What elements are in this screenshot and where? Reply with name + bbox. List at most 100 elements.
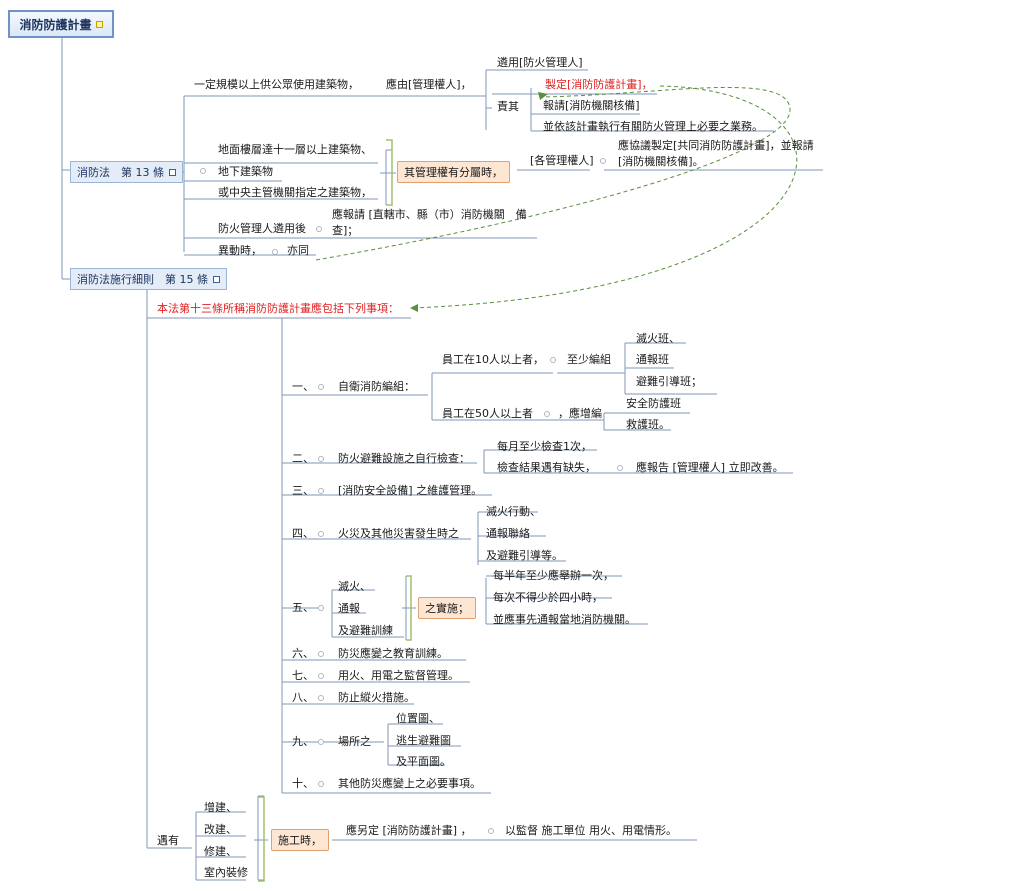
connector-dot: [272, 249, 278, 255]
item1-a2: 通報班: [636, 353, 669, 366]
article13-title: 消防法 第 13 條: [77, 166, 164, 179]
a13-duty2: 報請[消防機關核備]: [543, 99, 640, 112]
connector-dot: [488, 828, 494, 834]
implementation-label: 之實施；: [425, 602, 469, 615]
connector-dot: [318, 781, 324, 787]
connector-dot: [544, 411, 550, 417]
a13-appoint: 遴用[防火管理人]: [497, 56, 583, 69]
enc-d: 室內裝修: [204, 866, 248, 879]
connector-dot: [318, 651, 324, 657]
item8-num: 八、: [292, 691, 314, 704]
connector-dot: [600, 158, 606, 164]
root-node[interactable]: 消防防護計畫: [8, 10, 114, 38]
connector-dot: [316, 226, 322, 232]
item2-a: 每月至少檢查1次，: [497, 440, 592, 453]
item4-num: 四、: [292, 527, 314, 540]
a13-multi2: 地下建築物: [218, 165, 273, 178]
enc-plan: 應另定 [消防防護計畫] ，: [346, 824, 472, 837]
report-1: 應報請 [直轄市、縣（市）消防機關 備: [332, 208, 527, 221]
enc-b: 改建、: [204, 823, 237, 836]
a13-multi1: 地面樓層達十一層以上建築物、: [218, 143, 372, 156]
item1-b2: 救護班。: [626, 418, 670, 431]
item10-label: 其他防災應變上之必要事項。: [338, 777, 481, 790]
rule15-node[interactable]: 消防法施行細則 第 15 條: [70, 268, 227, 290]
separate-ownership-node[interactable]: 其管理權有分屬時，: [397, 161, 510, 183]
article13-node[interactable]: 消防法 第 13 條: [70, 161, 183, 183]
item3-label: [消防安全設備] 之維護管理。: [338, 484, 483, 497]
item3-num: 三、: [292, 484, 314, 497]
connector-dot: [318, 384, 324, 390]
connector-dot: [318, 739, 324, 745]
joint-plan-2: [消防機關核備]。: [618, 155, 704, 168]
item1-b1: 安全防護班: [626, 397, 681, 410]
enc-c: 修建、: [204, 845, 237, 858]
item1-a1: 滅火班、: [636, 332, 680, 345]
a13-duty1: 製定[消防防護計畫]，: [545, 78, 653, 91]
root-title: 消防防護計畫: [19, 17, 92, 32]
item9-num: 九、: [292, 735, 314, 748]
same: 亦同: [287, 244, 309, 257]
connector-dot: [318, 673, 324, 679]
item7-label: 用火、用電之監督管理。: [338, 669, 459, 682]
item7-num: 七、: [292, 669, 314, 682]
report-2: 查]；: [332, 224, 359, 237]
separate-label: 其管理權有分屬時，: [404, 166, 503, 179]
item2-b-note: 應報告 [管理權人] 立即改善。: [636, 461, 784, 474]
item5-d3: 並應事先通報當地消防機關。: [493, 613, 636, 626]
during-construction-node[interactable]: 施工時，: [271, 829, 329, 851]
rule15-title: 消防法施行細則 第 15 條: [77, 273, 208, 286]
collapse-icon[interactable]: [213, 275, 220, 283]
connector-dot: [318, 456, 324, 462]
item9-b: 逃生避難圖: [396, 734, 451, 747]
item1-a: 員工在10人以上者，: [442, 353, 544, 366]
connector-dot: [318, 488, 324, 494]
rule15-intro: 本法第十三條所稱消防防護計畫應包括下列事項：: [157, 302, 399, 315]
item5-d2: 每次不得少於四小時，: [493, 591, 603, 604]
joint-plan-1: 應協議製定[共同消防防護計畫]，並報請: [618, 139, 814, 152]
connector-dot: [200, 168, 206, 174]
item1-num: 一、: [292, 380, 314, 393]
item1-label: 自衛消防編組：: [338, 380, 415, 393]
item4-c: 及避難引導等。: [486, 549, 563, 562]
a13-responsible: 應由[管理權人]，: [386, 78, 472, 91]
a13-duty3: 並依該計畫執行有關防火管理上必要之業務。: [543, 120, 763, 133]
item1-b: 員工在50人以上者: [442, 407, 533, 420]
collapse-icon[interactable]: [169, 168, 176, 176]
item5-b: 通報: [338, 602, 360, 615]
item9-c: 及平面圖。: [396, 755, 451, 768]
item6-label: 防災應變之教育訓練。: [338, 647, 448, 660]
item4-b: 通報聯絡: [486, 527, 530, 540]
a13-building: 一定規模以上供公眾使用建築物，: [194, 78, 359, 91]
each-owner: [各管理權人]: [530, 154, 594, 167]
item4-a: 滅火行動、: [486, 505, 541, 518]
item1-a3: 避難引導班；: [636, 375, 702, 388]
item5-num: 五、: [292, 601, 314, 614]
connector-dot: [318, 695, 324, 701]
item10-num: 十、: [292, 777, 314, 790]
item2-b: 檢查結果遇有缺失，: [497, 461, 596, 474]
item1-b-note: ，應增編: [558, 407, 602, 420]
connector-dot: [617, 465, 623, 471]
item5-d1: 每半年至少應舉辦一次，: [493, 569, 614, 582]
item4-label: 火災及其他災害發生時之: [338, 527, 459, 540]
after-appoint: 防火管理人遴用後: [218, 222, 306, 235]
item5-a: 滅火、: [338, 580, 371, 593]
item2-label: 防火避難設施之自行檢查：: [338, 452, 470, 465]
change: 異動時，: [218, 244, 262, 257]
implementation-node[interactable]: 之實施；: [418, 597, 476, 619]
a13-multi3: 或中央主管機關指定之建築物，: [218, 186, 372, 199]
connector-dot: [550, 357, 556, 363]
item9-a: 位置圖、: [396, 712, 440, 725]
item2-num: 二、: [292, 452, 314, 465]
item1-a-note: 至少編組: [567, 353, 611, 366]
enc-supervise: 以監督 施工單位 用火、用電情形。: [505, 824, 677, 837]
note-icon[interactable]: [95, 20, 103, 28]
a13-duty: 責其: [497, 100, 519, 113]
item5-c: 及避難訓練: [338, 624, 393, 637]
during-label: 施工時，: [278, 834, 322, 847]
enc-a: 增建、: [204, 801, 237, 814]
connector-dot: [318, 531, 324, 537]
enc-label: 遇有: [157, 834, 179, 847]
item9-label: 場所之: [338, 735, 371, 748]
